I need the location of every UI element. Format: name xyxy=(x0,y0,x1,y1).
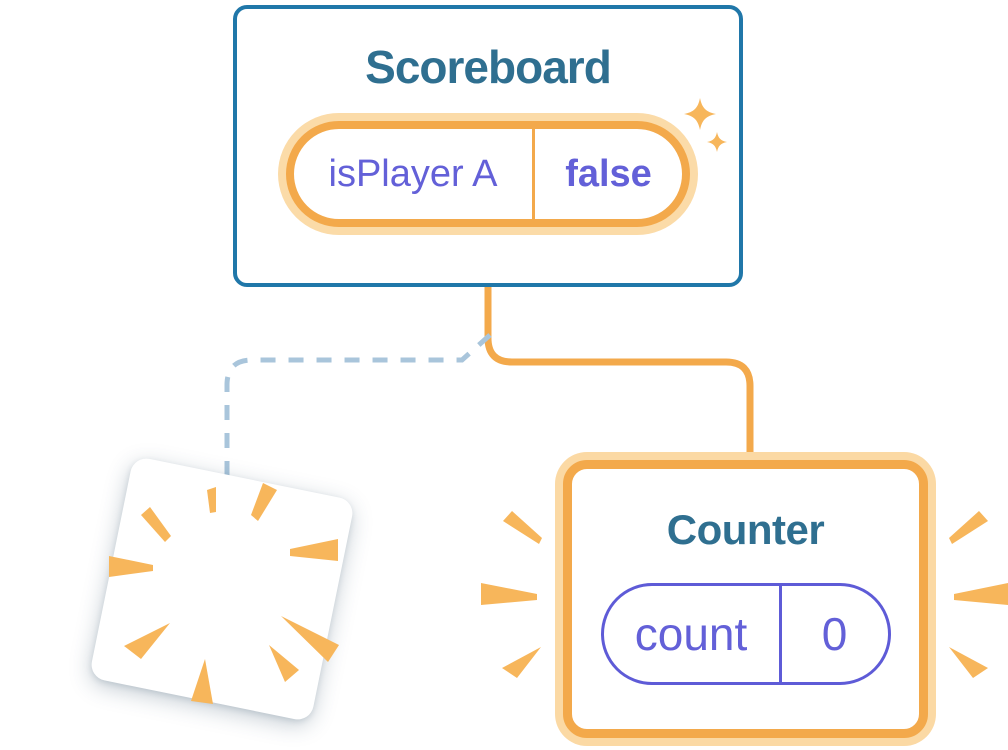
counter-component-card: Counter count 0 xyxy=(563,460,928,738)
state-name: isPlayer A xyxy=(328,152,498,195)
pill-divider xyxy=(532,129,535,219)
state-name: count xyxy=(634,608,748,660)
emphasis-rays-right-icon xyxy=(949,511,1008,678)
poof-burst-icon xyxy=(109,483,339,704)
sparkles-icon xyxy=(684,98,727,152)
connector-line-removed-dashed xyxy=(224,333,492,500)
scoreboard-component-card: Scoreboard isPlayer A false xyxy=(233,5,743,287)
pill-divider xyxy=(778,586,782,682)
state-value: false xyxy=(565,152,652,195)
state-value: 0 xyxy=(821,608,848,660)
scoreboard-title: Scoreboard xyxy=(365,41,612,93)
counter-title: Counter xyxy=(666,506,825,553)
counter-state-pill: count 0 xyxy=(600,583,891,685)
scoreboard-state-pill: isPlayer A false xyxy=(286,121,690,227)
emphasis-rays-left-icon xyxy=(481,511,542,678)
connector-line-counter xyxy=(484,280,754,472)
